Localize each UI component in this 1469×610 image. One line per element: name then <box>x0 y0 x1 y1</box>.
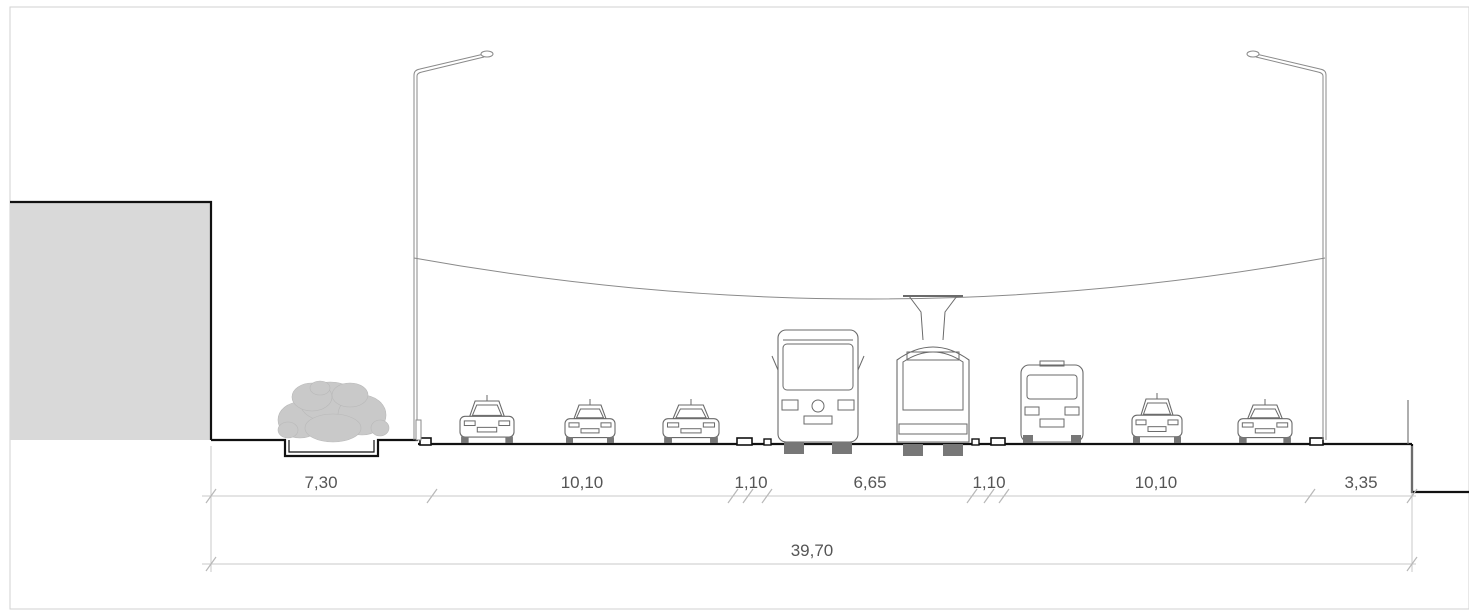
dim-label-tram-bus-lane: 6,65 <box>853 473 886 492</box>
dim-label-carriageway-left: 10,10 <box>561 473 604 492</box>
dim-tick <box>727 488 739 504</box>
drawing-frame <box>9 6 1469 610</box>
dim-label-carriageway-right: 10,10 <box>1135 473 1178 492</box>
shrub <box>277 380 390 443</box>
catenary-wire <box>413 257 1326 300</box>
dim-tick <box>1304 488 1316 504</box>
dim-label-total-width: 39,70 <box>791 541 834 560</box>
dim-tick <box>1406 488 1418 504</box>
dim-tick <box>426 488 438 504</box>
dim-tick <box>742 488 754 504</box>
car <box>564 399 616 443</box>
streetlight-right <box>1246 50 1327 440</box>
van <box>1020 360 1084 443</box>
dim-tick <box>761 488 773 504</box>
bus <box>771 329 865 454</box>
dim-tick <box>966 488 978 504</box>
dim-tick <box>1406 556 1418 572</box>
dim-tick <box>983 488 995 504</box>
car <box>459 395 515 443</box>
building-outline <box>10 200 213 440</box>
car <box>1131 393 1183 443</box>
dim-tick <box>205 488 217 504</box>
dim-label-sidewalk-right: 3,35 <box>1344 473 1377 492</box>
dim-tick <box>998 488 1010 504</box>
dim-label-separator-left: 1,10 <box>734 473 767 492</box>
car <box>1237 399 1293 443</box>
car <box>662 399 720 443</box>
streetlight-left <box>413 50 494 441</box>
building <box>10 202 211 440</box>
vehicles <box>459 295 1293 456</box>
dim-tick <box>205 556 217 572</box>
dim-label-sidewalk-left: 7,30 <box>304 473 337 492</box>
dim-label-separator-right: 1,10 <box>972 473 1005 492</box>
dimension-lines <box>202 446 1418 572</box>
tram <box>896 295 970 456</box>
